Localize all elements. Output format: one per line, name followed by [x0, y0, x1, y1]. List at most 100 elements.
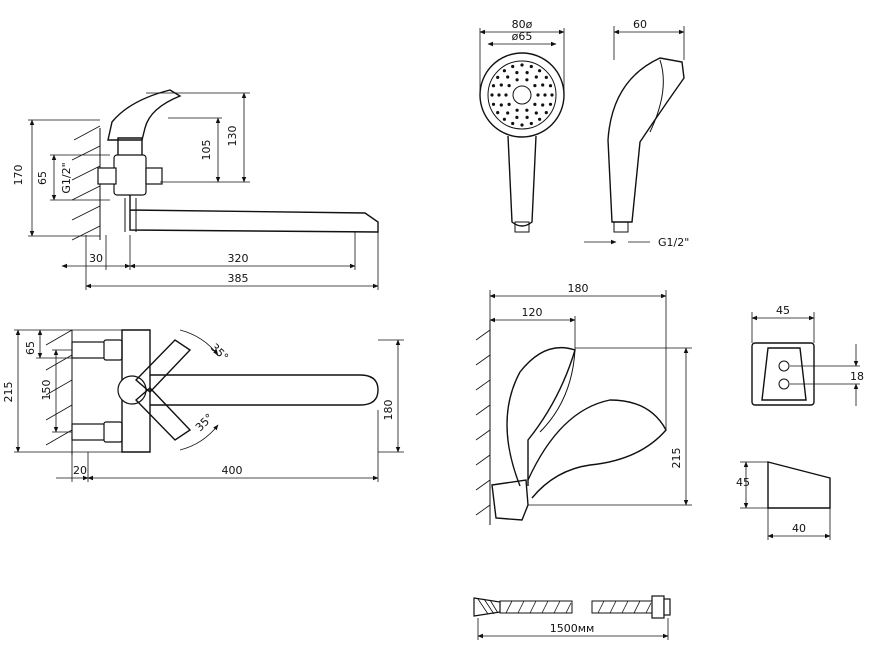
nozzle: [515, 108, 519, 112]
lever-side: [107, 89, 182, 141]
nozzle: [525, 71, 529, 75]
cartridge-top: [117, 375, 147, 405]
spout-side: [129, 195, 379, 233]
nozzle: [506, 111, 510, 115]
lever-top-b: [134, 387, 192, 441]
nozzle: [502, 117, 506, 121]
nozzle: [536, 93, 540, 97]
nozzle: [504, 93, 508, 97]
shower-side-body: [607, 57, 685, 223]
nozzle: [491, 102, 496, 106]
shower-on-holder: 180 120 215: [475, 282, 692, 525]
nozzle: [533, 102, 537, 106]
nozzle: [525, 108, 529, 112]
dim-80-dia: 80ø: [512, 18, 533, 31]
dim-45-holder: 45: [776, 304, 790, 317]
dim-45-side: 45: [736, 476, 750, 489]
shower-tilted: [527, 399, 667, 499]
nozzle: [497, 93, 501, 97]
nozzle: [525, 78, 529, 82]
cartridge: [117, 137, 143, 155]
eccentric-top-upper: [71, 341, 109, 359]
nozzle: [502, 69, 506, 73]
dim-65-dia: ø65: [512, 30, 533, 43]
holder-front-view: 45 18: [751, 304, 864, 406]
dim-170: 170: [12, 165, 25, 186]
nut-top-upper: [103, 339, 123, 361]
nozzle: [548, 84, 553, 88]
dim-60: 60: [633, 18, 647, 31]
nozzle: [533, 84, 537, 88]
shower-upright: [506, 346, 576, 487]
nozzle: [515, 78, 519, 82]
dim-65-side: 65: [36, 171, 49, 185]
dim-385: 385: [228, 272, 249, 285]
dim-215-left: 215: [2, 382, 15, 403]
dim-130: 130: [226, 126, 239, 147]
angle-35-lower: 35°: [193, 411, 216, 434]
wall-hatch-side: [71, 125, 101, 241]
spray-nozzles: [490, 63, 554, 127]
nozzle: [534, 75, 538, 79]
holder-side-view: 45 40: [736, 461, 831, 540]
nozzle: [496, 111, 500, 115]
spout-top: [150, 374, 379, 406]
nozzle: [541, 103, 545, 107]
angle-35-upper: 35°: [208, 341, 231, 364]
dim-180-top: 180: [568, 282, 589, 295]
mixer-body-top: [121, 329, 151, 453]
shower-hose: 1500мм: [473, 595, 671, 640]
dim-180-right: 180: [382, 400, 395, 421]
nozzle: [511, 121, 515, 126]
nozzle: [529, 121, 533, 126]
nut-top-lower: [103, 421, 123, 443]
nozzle: [496, 75, 500, 79]
nozzle: [534, 111, 538, 115]
shower-head-front: 80ø ø65: [479, 18, 565, 233]
dim-320: 320: [228, 252, 249, 265]
nozzle: [490, 93, 494, 97]
nozzle: [506, 75, 510, 79]
dim-g12-side: G1/2": [60, 162, 73, 193]
nozzle: [543, 93, 547, 97]
shower-head-side: 60 G1/2": [584, 18, 689, 249]
eccentric-top-lower: [71, 423, 109, 441]
nozzle: [515, 71, 519, 75]
eccentric-left: [97, 167, 117, 185]
eccentric-right: [145, 167, 163, 185]
dim-20: 20: [73, 464, 87, 477]
nozzle: [548, 102, 553, 106]
dim-g12-shower: G1/2": [658, 236, 689, 249]
mixer-top-view: 35° 35° 215 65 150 180 20 400: [2, 329, 404, 482]
nozzle: [511, 64, 515, 69]
mixer-body: [113, 154, 147, 196]
nozzle: [538, 69, 542, 73]
mixer-side-view: 170 65 G1/2" 130 105 30 320 385: [12, 89, 379, 290]
nozzle: [507, 102, 511, 106]
dim-215-holder: 215: [670, 448, 683, 469]
wall-hatch-holder: [475, 320, 491, 525]
dim-40: 40: [792, 522, 806, 535]
nozzle: [499, 103, 503, 107]
dim-105: 105: [200, 140, 213, 161]
nozzle: [544, 75, 548, 79]
nozzle: [544, 111, 548, 115]
dim-30: 30: [89, 252, 103, 265]
nozzle: [515, 115, 519, 119]
nozzle: [541, 83, 545, 87]
dim-150: 150: [40, 380, 53, 401]
nozzle: [491, 84, 496, 88]
dim-65-top: 65: [24, 341, 37, 355]
nozzle: [525, 115, 529, 119]
holder-bracket: [491, 479, 529, 521]
lever-top-a: [134, 339, 192, 393]
nozzle: [529, 64, 533, 69]
dim-400: 400: [222, 464, 243, 477]
dim-120: 120: [522, 306, 543, 319]
nozzle: [499, 83, 503, 87]
dim-1500: 1500мм: [550, 622, 595, 635]
nozzle: [507, 84, 511, 88]
nozzle: [550, 93, 554, 97]
nozzle: [520, 63, 524, 67]
